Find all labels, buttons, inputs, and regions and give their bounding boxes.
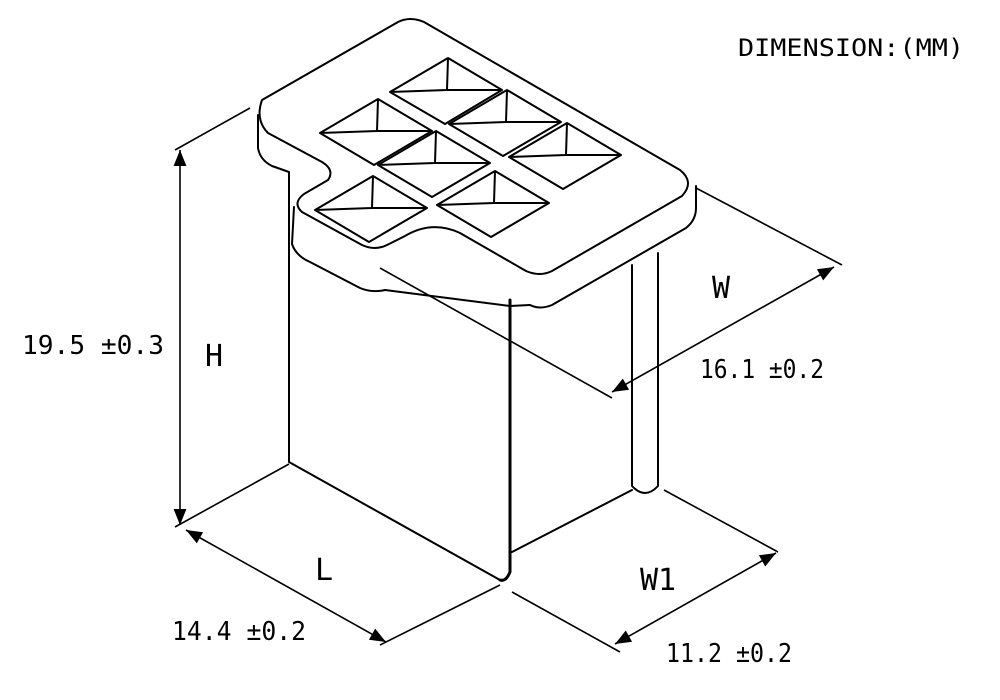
height-symbol: H [205,339,223,374]
length-value: 14.4 ±0.2 [172,617,306,647]
width1-symbol: W1 [640,563,676,598]
dimension-title: DIMENSION:(MM) [738,34,964,62]
cavity-grid [314,57,622,243]
dim-line-l [185,529,387,643]
width-symbol: W [712,271,731,306]
body-front-edge [498,298,512,582]
body-rib [631,252,659,494]
width1-value: 11.2 ±0.2 [666,639,792,669]
top-plate-bottom-edge [384,289,531,307]
top-plate-top [258,18,689,275]
dim-line-w1 [614,552,777,645]
body-right-face [511,489,633,553]
length-symbol: L [315,553,333,588]
top-plate-thickness [257,114,697,309]
dim-line-w [611,266,835,393]
height-value: 19.5 ±0.3 [22,331,164,361]
body-left-face [288,171,501,581]
width-value: 16.1 ±0.2 [700,355,824,385]
